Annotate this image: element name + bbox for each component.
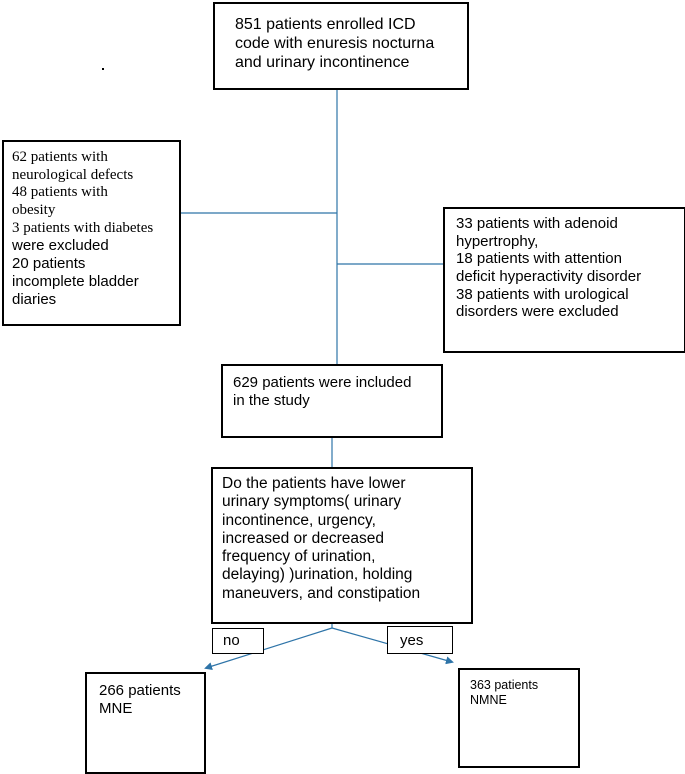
exclusion-right-box: 33 patients with adenoid hypertrophy, 18… xyxy=(443,207,685,353)
exclusion-left-line: diaries xyxy=(12,290,57,308)
exclusion-left-line: neurological defects xyxy=(12,166,134,183)
enrolled-line: code with enuresis nocturna xyxy=(235,34,435,52)
exclusion-right-line: deficit hyperactivity disorder xyxy=(456,268,642,286)
mne-line: MNE xyxy=(99,699,133,717)
exclusion-right-line: 33 patients with adenoid xyxy=(456,215,618,232)
exclusion-right-line: disorders were excluded xyxy=(456,303,619,321)
branch-no-label: no xyxy=(212,628,264,654)
question-line: maneuvers, and constipation xyxy=(222,584,421,602)
branch-no-text: no xyxy=(223,632,240,649)
enrolled-line: 851 patients enrolled ICD xyxy=(235,16,416,33)
branch-yes-text: yes xyxy=(400,632,424,649)
nmne-line: NMNE xyxy=(470,692,507,707)
nmne-line: 363 patients xyxy=(470,678,539,692)
included-line: in the study xyxy=(233,391,310,409)
included-line: 629 patients were included xyxy=(233,374,412,391)
enrolled-line: and urinary incontinence xyxy=(235,53,410,71)
mne-line: 266 patients xyxy=(99,682,181,699)
exclusion-left-box: 62 patients with neurological defects 48… xyxy=(2,140,181,326)
enrolled-patients-box: 851 patients enrolled ICD code with enur… xyxy=(213,2,469,90)
symptoms-question-box: Do the patients have lower urinary sympt… xyxy=(211,467,473,624)
branch-yes-label: yes xyxy=(387,626,453,654)
question-line: frequency of urination, xyxy=(222,548,376,566)
exclusion-right-line: 18 patients with attention xyxy=(456,250,622,268)
exclusion-right-line: 38 patients with urological xyxy=(456,285,629,303)
exclusion-left-line: incomplete bladder xyxy=(12,272,139,290)
question-line: incontinence, urgency, xyxy=(222,511,376,529)
question-line: increased or decreased xyxy=(222,529,384,547)
exclusion-left-line: 48 patients with xyxy=(12,184,108,201)
outcome-nmne-box: 363 patients NMNE xyxy=(458,668,580,768)
exclusion-left-line: were excluded xyxy=(12,237,109,255)
exclusion-right-line: hypertrophy, xyxy=(456,232,539,250)
exclusion-left-line: obesity xyxy=(12,202,56,219)
outcome-mne-box: 266 patients MNE xyxy=(85,672,206,774)
question-line: delaying) )urination, holding xyxy=(222,566,413,584)
exclusion-left-line: 3 patients with diabetes xyxy=(12,219,154,236)
question-line: Do the patients have lower xyxy=(222,475,406,492)
stray-dot xyxy=(102,68,104,70)
arrow-to-mne xyxy=(204,627,333,670)
exclusion-left-line: 62 patients with xyxy=(12,149,108,165)
question-line: urinary symptoms( urinary xyxy=(222,493,402,511)
included-patients-box: 629 patients were included in the study xyxy=(221,364,443,438)
exclusion-left-line: 20 patients xyxy=(12,255,86,273)
